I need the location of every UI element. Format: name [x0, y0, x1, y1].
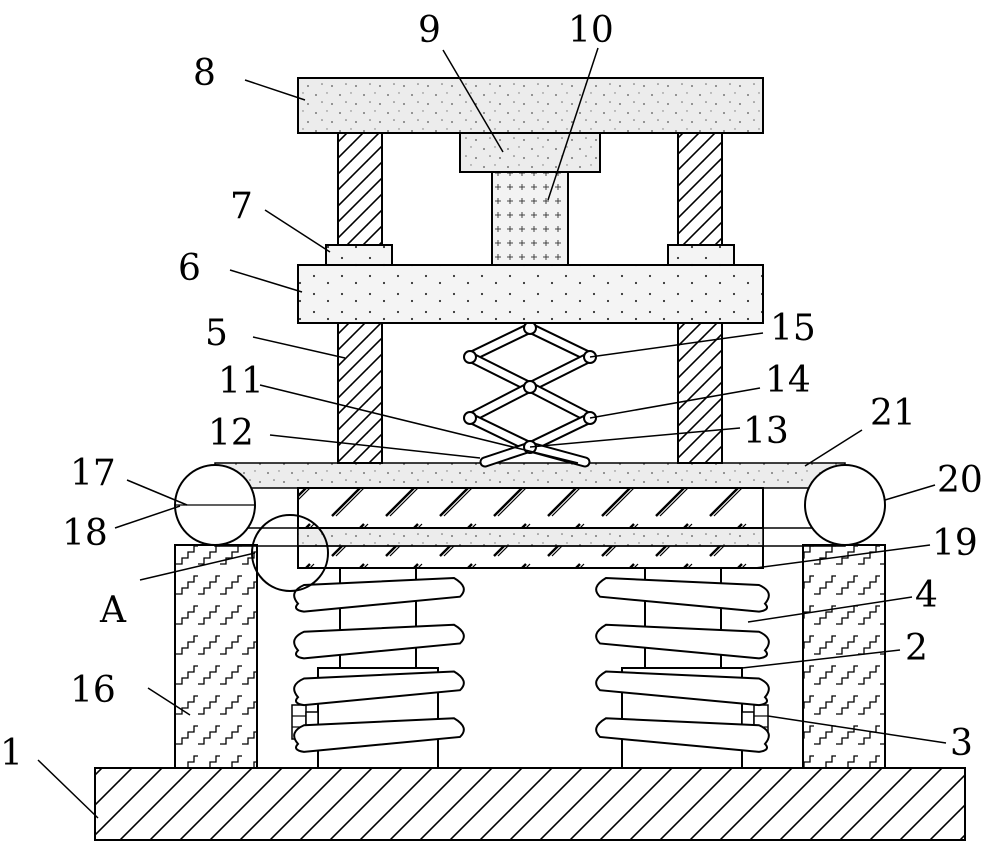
lower-plate-top-strip: [297, 527, 764, 547]
scissor-arm-inner: [526, 353, 594, 391]
label-18: 18: [62, 513, 108, 554]
label-14: 14: [765, 360, 811, 401]
scissor-lift: [463, 321, 597, 468]
roller-right: [804, 464, 886, 546]
scissor-arm-inner: [526, 383, 594, 422]
scissor-arm-inner: [466, 383, 534, 422]
column-left-upper: [337, 132, 383, 246]
spring-right-coil: [595, 576, 770, 613]
springs: [293, 576, 770, 753]
scissor-pin: [463, 411, 477, 425]
label-10: 10: [568, 10, 614, 51]
label-11: 11: [218, 361, 264, 402]
scissor-arm-inner: [526, 443, 589, 466]
scissor-arm-inner: [466, 414, 534, 451]
label-2: 2: [905, 628, 928, 669]
scissor-arm-inner: [466, 324, 534, 361]
label-21: 21: [870, 393, 916, 434]
spring-right-coil: [595, 717, 770, 753]
base-plate: [94, 767, 966, 841]
label-6: 6: [178, 248, 201, 289]
press-rod: [491, 171, 569, 266]
scissor-arm-inner: [526, 414, 594, 451]
spring-left-coil: [293, 576, 465, 613]
scissor-arm-inner: [526, 324, 594, 361]
conveyor-belt-top: [214, 462, 846, 489]
label-3: 3: [950, 723, 973, 764]
label-5: 5: [205, 313, 228, 354]
hatched-plate: [297, 487, 764, 529]
label-8: 8: [193, 53, 216, 94]
label-12: 12: [208, 413, 254, 454]
top-plate: [297, 77, 764, 134]
label-13: 13: [743, 411, 789, 452]
label-4: 4: [915, 575, 938, 616]
scissor-pin: [463, 350, 477, 364]
press-block: [459, 132, 601, 173]
scissor-arm-inner: [466, 353, 534, 391]
spring-right-coil: [595, 623, 770, 660]
middle-plate: [297, 264, 764, 324]
collar-right: [667, 244, 735, 266]
label-7: 7: [230, 186, 253, 227]
scissor-pin: [523, 380, 537, 394]
label-16: 16: [70, 670, 116, 711]
spring-left-coil: [293, 670, 465, 707]
spring-left-coil: [293, 623, 465, 660]
collar-left: [325, 244, 393, 266]
spring-left-coil: [293, 717, 465, 753]
label-20: 20: [937, 460, 983, 501]
column-left-lower: [337, 322, 383, 464]
leader-lines: [37, 47, 947, 819]
label-17: 17: [70, 453, 116, 494]
label-a: A: [99, 590, 127, 631]
label-19: 19: [932, 523, 978, 564]
spring-right-coil: [595, 670, 770, 707]
label-9: 9: [418, 10, 441, 51]
label-15: 15: [770, 308, 816, 349]
side-block-left: [174, 544, 258, 769]
label-1: 1: [0, 733, 23, 774]
column-right-upper: [677, 132, 723, 246]
